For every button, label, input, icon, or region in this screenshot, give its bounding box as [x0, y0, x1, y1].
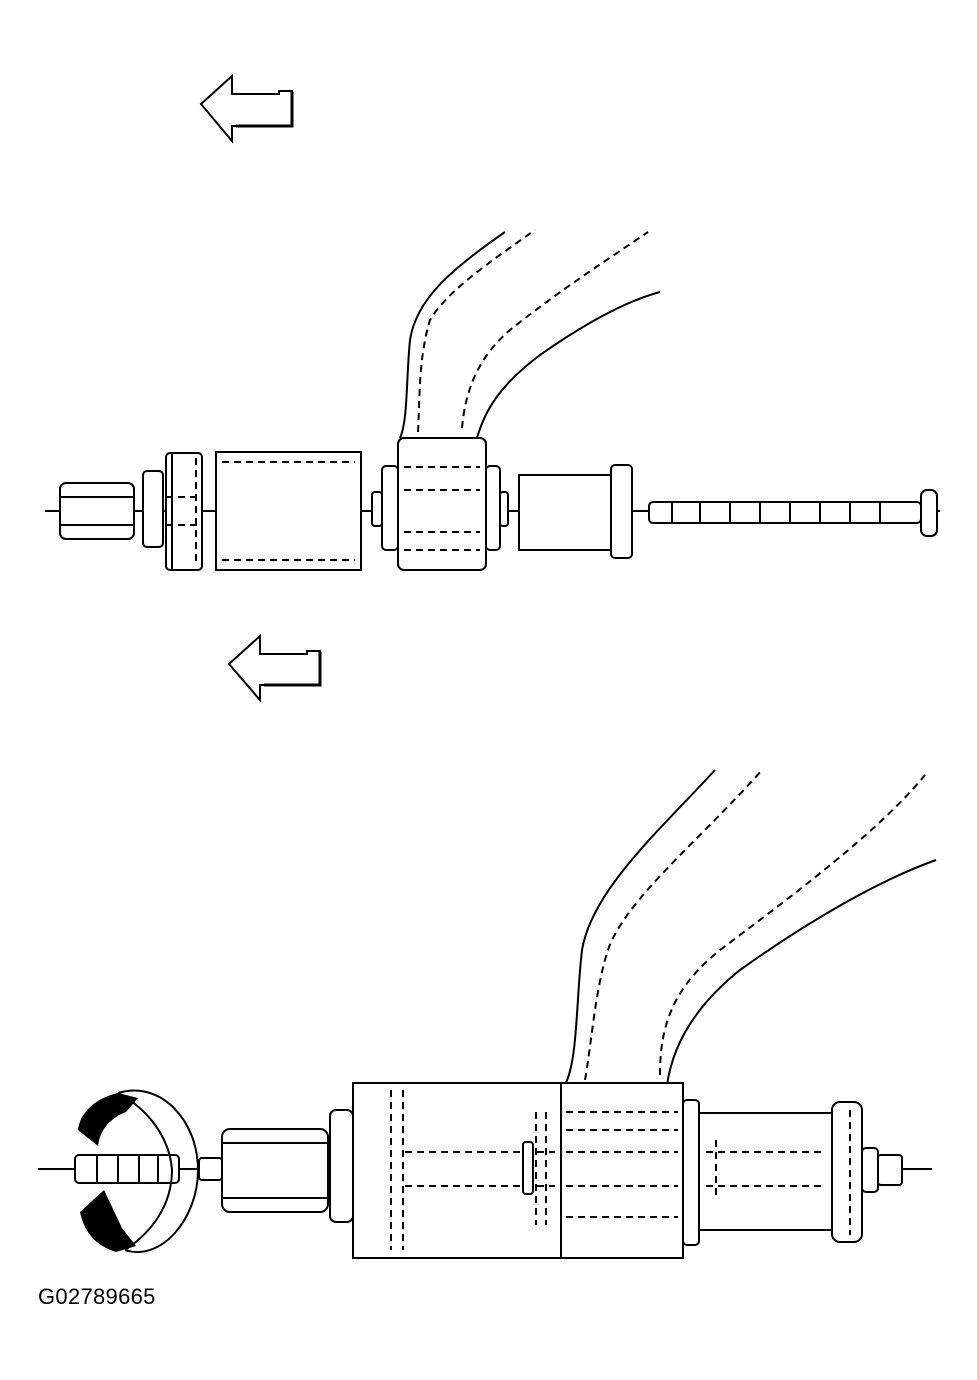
washer-part — [142, 470, 164, 548]
receiver-body-part — [329, 1082, 700, 1259]
receiver-cup-part — [215, 451, 362, 571]
nut-part — [221, 1128, 329, 1213]
control-arm-part — [371, 229, 661, 571]
installer-sleeve-part — [518, 464, 633, 559]
nut-part — [59, 482, 135, 540]
installer-sleeve-part — [698, 1101, 863, 1243]
threaded-rod-part — [648, 489, 938, 537]
exploded-assembly — [45, 229, 940, 571]
rotation-arrow-icon — [78, 1089, 200, 1253]
assembled-assembly — [38, 769, 937, 1259]
figure-id-label: G02789665 — [38, 1284, 156, 1309]
return-arrow-icon — [199, 73, 294, 144]
threaded-rod-part — [74, 1154, 223, 1184]
bearing-plate-part — [165, 452, 203, 571]
control-arm-part — [564, 769, 937, 1086]
end-nut-part — [861, 1147, 903, 1193]
return-arrow-icon — [227, 633, 322, 703]
